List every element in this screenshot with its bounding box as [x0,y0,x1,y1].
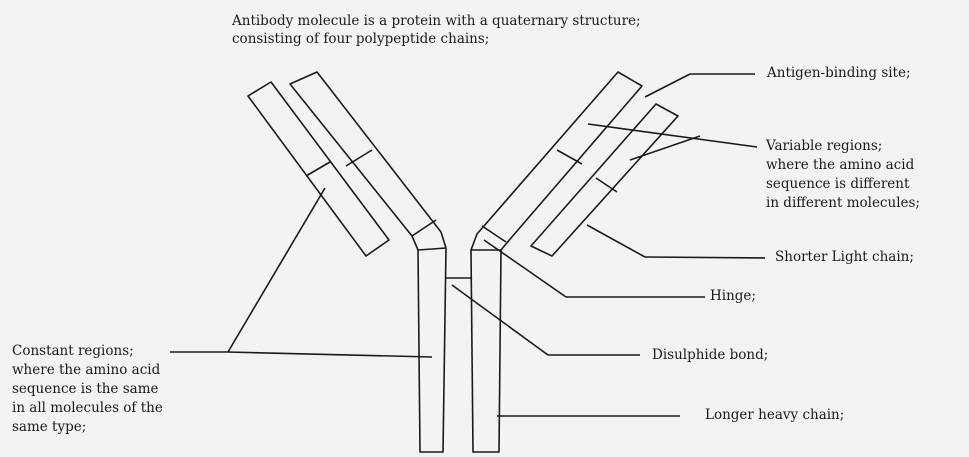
left-light-chain-divider [306,162,330,176]
left-heavy-chain-stem [418,248,446,452]
disulphide-bond-label: Disulphide bond; [652,346,768,364]
constant-regions-label: Constant regions; where the amino acid s… [12,342,163,437]
constant-regions-line-4: in all molecules of the [12,399,163,418]
heavy-chain-label: Longer heavy chain; [705,406,844,424]
hinge-label: Hinge; [710,287,756,305]
constant-regions-line-3: sequence is the same [12,380,163,399]
constant-region-leader [228,188,325,352]
right-heavy-chain-arm [471,72,642,250]
variable-region-leader [630,136,700,160]
right-heavy-chain-divider [482,226,506,242]
variable-regions-line-2: where the amino acid [766,156,920,175]
light-chain-leader [645,257,765,258]
variable-regions-line-3: sequence is different [766,175,920,194]
right-heavy-chain-stem [471,250,501,452]
right-heavy-chain-divider [557,150,582,164]
left-heavy-chain-divider [412,220,436,236]
constant-regions-line-5: same type; [12,418,163,437]
caption-line-2: consisting of four polypeptide chains; [232,30,641,48]
hinge-leader [484,240,566,297]
right-light-chain-divider [596,178,617,192]
light-chain-label: Shorter Light chain; [775,248,914,266]
light-chain-leader [587,225,645,257]
constant-regions-line-1: Constant regions; [12,342,163,361]
antigen-binding-site-leader [645,74,690,97]
left-heavy-chain-arm [290,72,446,250]
caption-line-1: Antibody molecule is a protein with a qu… [232,12,641,30]
variable-regions-label: Variable regions; where the amino acid s… [766,137,920,213]
variable-region-leader [588,124,757,147]
constant-region-leader [228,352,432,357]
variable-regions-line-4: in different molecules; [766,194,920,213]
variable-regions-line-1: Variable regions; [766,137,920,156]
diagram-caption: Antibody molecule is a protein with a qu… [232,12,641,48]
antigen-binding-site-label: Antigen-binding site; [767,64,911,82]
constant-regions-line-2: where the amino acid [12,361,163,380]
